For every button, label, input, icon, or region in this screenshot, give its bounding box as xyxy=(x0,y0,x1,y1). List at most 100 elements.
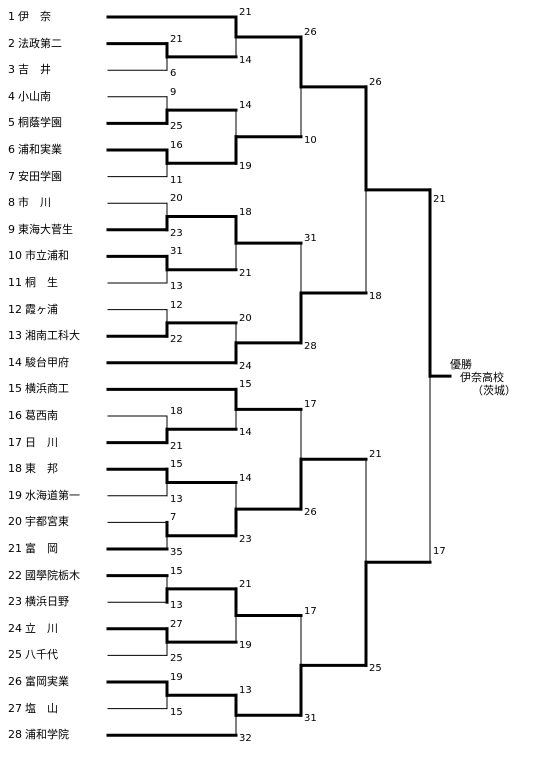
team-name: 水海道第一 xyxy=(25,488,80,502)
match-score: 26 xyxy=(304,507,317,519)
match-score: 31 xyxy=(304,233,317,245)
team-name: 市立浦和 xyxy=(25,249,69,263)
match-score: 15 xyxy=(170,706,183,718)
team-name: 吉 井 xyxy=(18,63,51,77)
match-score: 14 xyxy=(239,472,252,484)
match-score: 24 xyxy=(239,360,252,372)
team-name: 浦和学院 xyxy=(25,728,69,742)
match-score: 10 xyxy=(304,134,317,146)
team-seed: 13 xyxy=(8,329,22,343)
match-score: 19 xyxy=(170,672,183,683)
match-score: 16 xyxy=(170,140,183,151)
team-name: 東海大菅生 xyxy=(18,222,73,236)
match-score: 20 xyxy=(239,312,252,324)
match-score: 18 xyxy=(369,290,382,302)
team-name: 小山南 xyxy=(18,89,51,103)
team-seed: 18 xyxy=(8,462,22,476)
match-score: 27 xyxy=(170,618,183,630)
match-score: 18 xyxy=(239,206,252,218)
team-name: 桐蔭学園 xyxy=(18,116,62,130)
team-name: 立 川 xyxy=(25,621,58,635)
team-seed: 19 xyxy=(8,488,22,502)
team-seed: 11 xyxy=(8,276,22,289)
team-seed: 12 xyxy=(8,302,22,316)
match-score: 15 xyxy=(170,565,183,577)
team-name: 伊 奈 xyxy=(18,10,51,23)
match-score: 6 xyxy=(170,68,177,80)
team-seed: 5 xyxy=(8,116,15,130)
champion-title: 優勝 xyxy=(450,358,472,371)
match-score: 15 xyxy=(239,379,252,391)
match-score: 23 xyxy=(239,533,252,545)
match-score: 22 xyxy=(170,334,183,346)
match-score: 21 xyxy=(369,449,382,461)
team-seed: 17 xyxy=(8,435,22,449)
match-score: 32 xyxy=(239,733,252,745)
team-name: 安田学園 xyxy=(18,169,62,183)
final-score: 21 xyxy=(433,193,446,205)
match-score: 35 xyxy=(170,547,183,558)
team-seed: 1 xyxy=(8,10,15,23)
team-name: 日 川 xyxy=(25,435,58,449)
team-seed: 27 xyxy=(8,701,22,715)
match-score: 21 xyxy=(239,578,252,590)
team-seed: 20 xyxy=(8,515,22,529)
match-score: 12 xyxy=(170,299,183,311)
team-seed: 7 xyxy=(8,169,15,183)
match-score: 11 xyxy=(170,174,183,186)
match-score: 14 xyxy=(239,100,252,112)
match-score: 18 xyxy=(170,406,183,417)
team-name: 東 邦 xyxy=(25,462,58,476)
champion-school: 伊奈高校 xyxy=(460,371,504,384)
team-name: 桐 生 xyxy=(25,276,58,289)
match-score: 21 xyxy=(239,267,252,279)
champion-prefecture: （茨城） xyxy=(472,384,516,397)
team-name: 宇都宮東 xyxy=(25,515,69,529)
team-name: 塩 山 xyxy=(25,701,58,715)
team-seed: 6 xyxy=(8,143,15,156)
team-name: 湘南工科大 xyxy=(25,329,80,343)
match-score: 13 xyxy=(170,493,183,505)
team-name: 霞ヶ浦 xyxy=(25,302,58,316)
champion-label: 優勝 伊奈高校 （茨城） xyxy=(450,358,516,397)
match-score: 25 xyxy=(170,121,183,133)
team-name: 富 岡 xyxy=(25,542,58,555)
match-score: 19 xyxy=(239,640,252,652)
team-seed: 24 xyxy=(8,621,22,635)
match-score: 28 xyxy=(304,340,317,352)
team-seed: 3 xyxy=(8,63,15,77)
match-score: 13 xyxy=(239,685,252,697)
match-score: 26 xyxy=(304,26,317,38)
match-score: 17 xyxy=(304,605,317,617)
team-seed: 21 xyxy=(8,542,22,555)
team-name: 横浜商工 xyxy=(25,382,69,396)
team-name: 法政第二 xyxy=(18,36,62,50)
match-score: 9 xyxy=(170,86,177,98)
team-seed: 23 xyxy=(8,595,22,609)
team-seed: 8 xyxy=(8,196,15,210)
match-score: 17 xyxy=(304,399,317,411)
team-seed: 16 xyxy=(8,409,22,422)
final-score: 17 xyxy=(433,546,446,558)
team-seed: 10 xyxy=(8,249,22,263)
team-name: 浦和実業 xyxy=(18,143,62,156)
team-seed: 28 xyxy=(8,728,22,742)
team-name: 駿台甲府 xyxy=(25,355,69,369)
match-score: 25 xyxy=(369,663,382,675)
